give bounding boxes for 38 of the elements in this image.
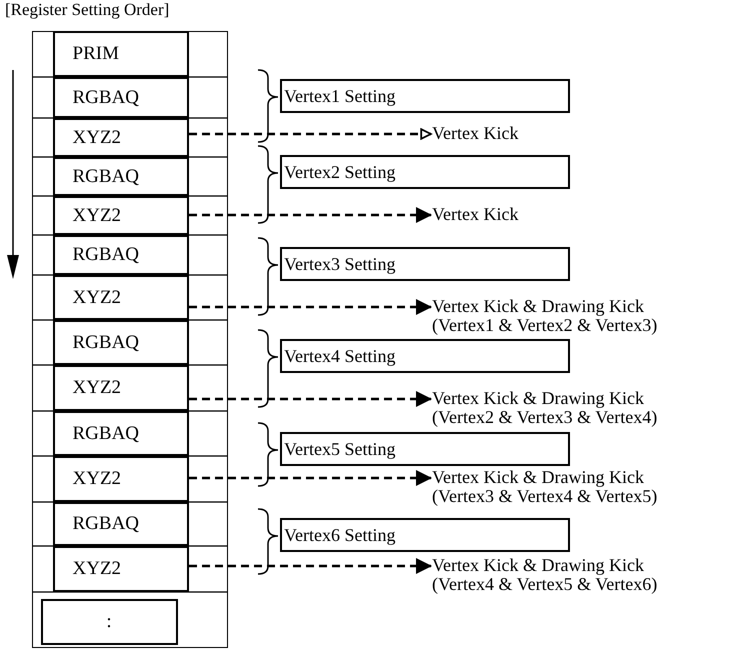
setting-box: Vertex5 Setting [280, 432, 570, 466]
annotation-text: (Vertex3 & Vertex4 & Vertex5) [432, 487, 658, 506]
annotation-text: Vertex Kick [432, 205, 518, 224]
annotation-text: (Vertex1 & Vertex2 & Vertex3) [432, 316, 658, 335]
register-box: : [40, 598, 178, 644]
dashed-arrow [189, 391, 432, 407]
annotation-text: (Vertex2 & Vertex3 & Vertex4) [432, 408, 658, 427]
register-column [32, 31, 228, 648]
register-box: PRIM [52, 30, 188, 76]
register-box: RGBAQ [52, 234, 188, 274]
register-box: XYZ2 [52, 546, 188, 592]
annotation-text: Vertex Kick & Drawing Kick [432, 556, 645, 575]
register-box: RGBAQ [52, 76, 188, 118]
setting-box: Vertex2 Setting [280, 155, 570, 189]
annotation-text: Vertex Kick & Drawing Kick [432, 468, 645, 487]
register-box: RGBAQ [52, 502, 188, 546]
register-box: RGBAQ [52, 320, 188, 364]
register-box: XYZ2 [52, 118, 188, 156]
register-box: XYZ2 [52, 456, 188, 502]
dashed-arrow [189, 470, 432, 486]
setting-box: Vertex1 Setting [280, 79, 570, 113]
register-box: RGBAQ [52, 410, 188, 456]
dashed-arrow [189, 299, 432, 315]
setting-box: Vertex4 Setting [280, 339, 570, 373]
annotation-text: Vertex Kick & Drawing Kick [432, 389, 645, 408]
diagram-title: [Register Setting Order] [5, 0, 170, 20]
dashed-arrow [189, 207, 432, 223]
annotation-text: Vertex Kick [432, 124, 518, 143]
register-box: XYZ2 [52, 274, 188, 320]
setting-box: Vertex6 Setting [280, 518, 570, 552]
annotation-text: (Vertex4 & Vertex5 & Vertex6) [432, 575, 658, 594]
register-box: RGBAQ [52, 156, 188, 196]
setting-box: Vertex3 Setting [280, 247, 570, 281]
dashed-arrow [189, 128, 432, 140]
dashed-arrow [189, 558, 432, 574]
register-box: XYZ2 [52, 196, 188, 234]
register-box: XYZ2 [52, 364, 188, 410]
annotation-text: Vertex Kick & Drawing Kick [432, 297, 645, 316]
